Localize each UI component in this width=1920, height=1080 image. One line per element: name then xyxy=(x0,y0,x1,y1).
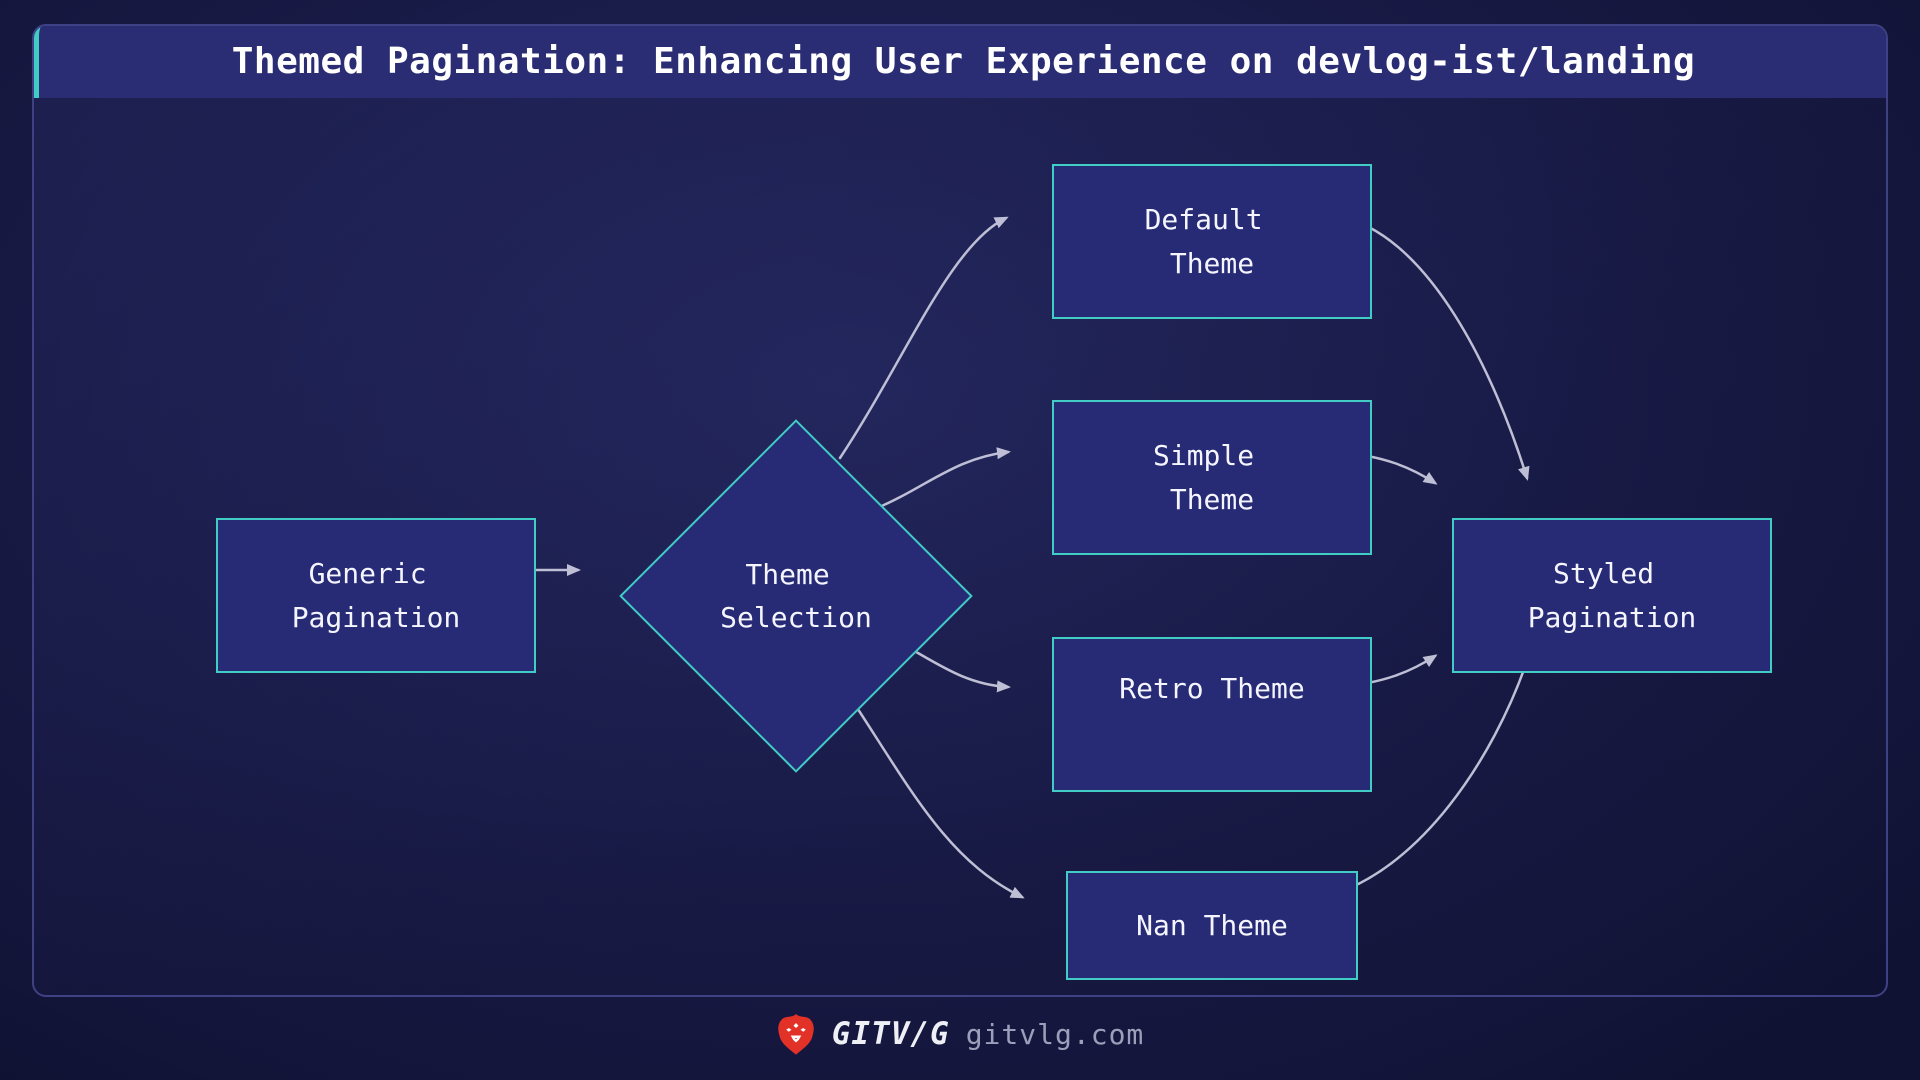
node-label: Generic Pagination xyxy=(291,557,461,634)
node-label: Retro Theme xyxy=(1119,671,1305,705)
page-title: Themed Pagination: Enhancing User Experi… xyxy=(231,40,1696,82)
footer: GITV/G gitvlg.com xyxy=(0,1006,1920,1062)
node-nan-theme: Nan Theme xyxy=(1066,871,1358,980)
node-label: Styled Pagination xyxy=(1527,557,1697,634)
node-label: Theme Selection xyxy=(720,557,872,634)
lion-icon xyxy=(777,1014,814,1055)
node-theme-selection: Theme Selection xyxy=(646,471,946,721)
node-label: Default Theme xyxy=(1144,203,1263,280)
node-default-theme: Default Theme xyxy=(1052,164,1372,319)
node-label: Nan Theme xyxy=(1136,908,1288,942)
node-generic-pagination: Generic Pagination xyxy=(216,518,536,673)
brand-domain: gitvlg.com xyxy=(965,1017,1145,1051)
edges-layer xyxy=(500,214,1530,899)
brand-wordmark: GITV/G xyxy=(831,1016,950,1052)
node-simple-theme: Simple Theme xyxy=(1052,400,1372,555)
node-label: Simple Theme xyxy=(1152,439,1255,516)
edge-decision-to-default xyxy=(838,216,1009,460)
node-retro-theme: Retro Theme xyxy=(1052,637,1372,792)
node-styled-pagination: Styled Pagination xyxy=(1452,518,1772,673)
title-bar: Themed Pagination: Enhancing User Experi… xyxy=(34,26,1886,98)
diagram-panel: Themed Pagination: Enhancing User Experi… xyxy=(32,24,1888,997)
